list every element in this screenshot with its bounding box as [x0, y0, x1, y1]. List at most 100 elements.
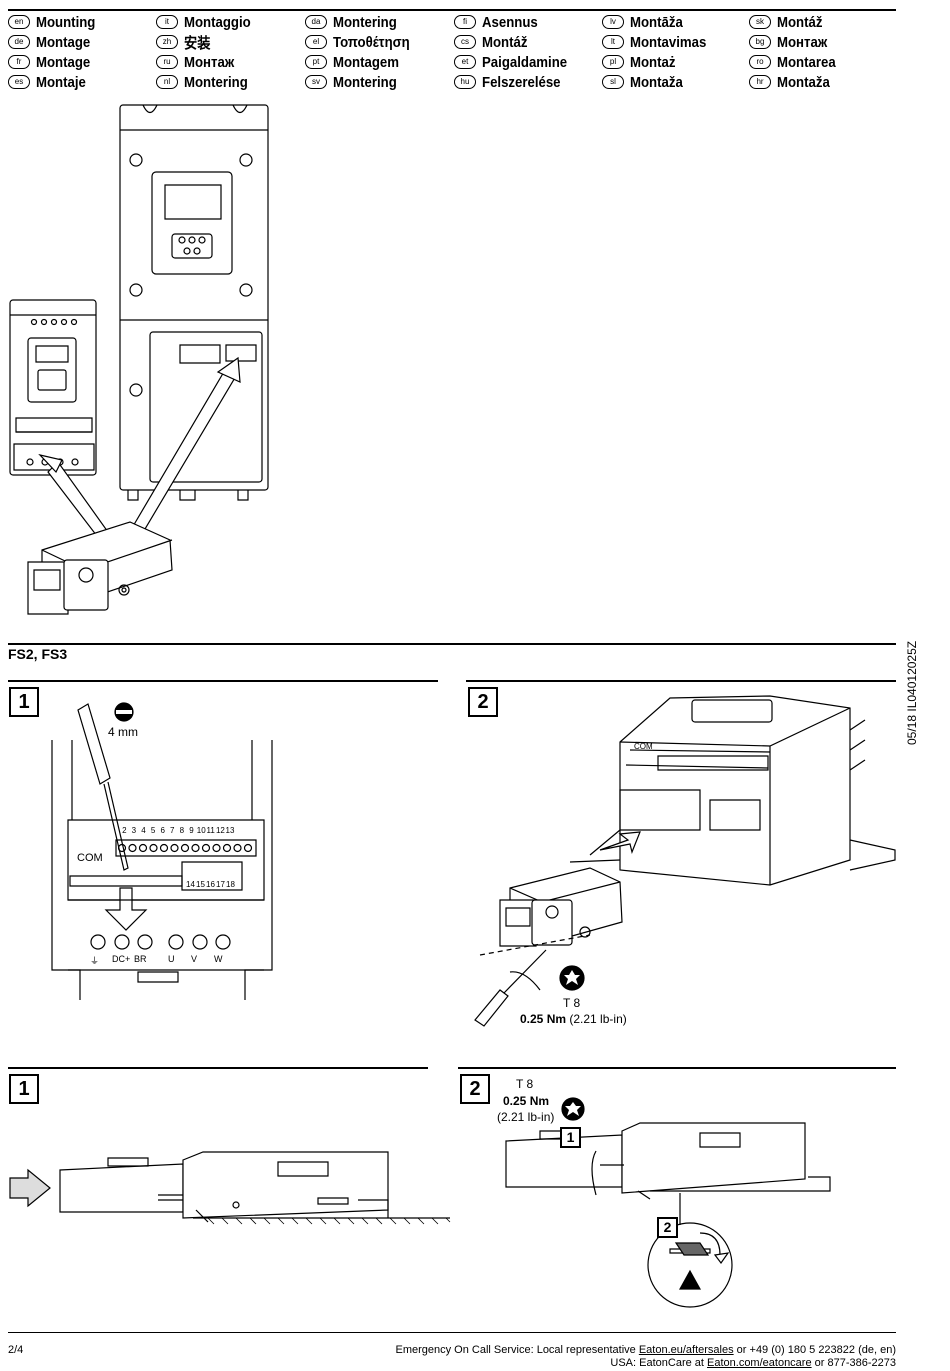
terminal-screw: [140, 845, 147, 852]
terminal-screw: [245, 845, 252, 852]
doc-code: 05/18 IL04012025Z: [905, 641, 921, 745]
terminal-number: 3: [131, 826, 137, 835]
power-terminal-label: U: [168, 954, 175, 964]
step2-rule: [466, 680, 896, 682]
language-heading: Asennus: [482, 13, 538, 31]
footer-contact: Emergency On Call Service: Local represe…: [395, 1344, 896, 1370]
terminal-number: 2: [122, 826, 127, 835]
language-zh: zh 安装: [156, 32, 214, 52]
lower-terminal-number: 16: [206, 880, 215, 889]
footer-rule: [8, 1332, 896, 1333]
language-heading: Montáž: [482, 33, 528, 51]
language-heading: Montáž: [777, 13, 823, 31]
language-heading: Монтаж: [777, 33, 828, 51]
language-heading: Montering: [333, 13, 397, 31]
step2-illustration: [470, 690, 900, 1030]
section-title: FS2, FS3: [8, 646, 68, 662]
language-pt: pt Montagem: [305, 52, 408, 72]
lower-terminal-number: 18: [226, 880, 235, 889]
page-number: 2/4: [8, 1344, 24, 1356]
aftersales-link[interactable]: Eaton.eu/aftersales: [638, 1344, 734, 1356]
step-number-4: 2: [460, 1074, 490, 1104]
language-heading: Montavimas: [630, 33, 707, 51]
substep-2: 2: [657, 1217, 678, 1238]
language-code: ro: [749, 55, 771, 69]
language-code: lt: [602, 35, 624, 49]
terminal-screw: [129, 845, 136, 852]
footer-line-1-prefix: Emergency On Call Service: Local represe…: [395, 1344, 639, 1356]
language-heading: Felszerelése: [482, 73, 561, 91]
step4-rule: [458, 1067, 896, 1069]
language-heading: Montaža: [630, 73, 683, 91]
terminal-screw: [192, 845, 199, 852]
terminal-number: 11: [206, 826, 215, 835]
step4-torque-imperial: (2.21 lb-in): [497, 1110, 555, 1124]
step4-torx: T 8: [516, 1077, 534, 1091]
language-heading: Montaje: [36, 73, 86, 91]
eatoncare-link[interactable]: Eaton.com/eatoncare: [707, 1357, 812, 1369]
language-heading: Paigaldamine: [482, 53, 568, 71]
step2-torx: T 8: [563, 996, 581, 1010]
language-code: hu: [454, 75, 476, 89]
section-rule: [8, 643, 896, 645]
tool-size: 4 mm: [108, 725, 138, 739]
step4-torque: 0.25 Nm: [503, 1094, 550, 1108]
language-heading: Montering: [333, 73, 397, 91]
language-code: hr: [749, 75, 771, 89]
language-code: da: [305, 15, 327, 29]
power-terminal-label: W: [214, 954, 223, 964]
language-code: zh: [156, 35, 178, 49]
terminal-screw: [171, 845, 178, 852]
footer-line-2-suffix: or 877-386-2273: [811, 1357, 896, 1369]
overview-illustration: [0, 100, 300, 630]
language-code: et: [454, 55, 476, 69]
language-heading: Montaż: [630, 53, 676, 71]
doc-code-text: 05/18 IL04012025Z: [905, 640, 919, 745]
language-code: en: [8, 15, 30, 29]
language-heading: Montarea: [777, 53, 836, 71]
footer-line-2: USA: EatonCare at Eaton.com/eatoncare or…: [395, 1357, 896, 1370]
terminal-number: 12: [215, 826, 225, 835]
terminal-screw: [161, 845, 168, 852]
step2-torque: 0.25 Nm (2.21 lb-in): [520, 1012, 627, 1026]
step-number-2: 2: [468, 687, 498, 717]
power-terminal-label: DC+: [112, 954, 131, 964]
language-code: pl: [602, 55, 624, 69]
language-pl: pl Montaż: [602, 52, 682, 72]
terminal-number: 8: [179, 826, 185, 835]
top-rule: [8, 9, 896, 11]
step-number-1: 1: [9, 687, 39, 717]
step2-torque-imperial: (2.21 lb-in): [569, 1012, 627, 1026]
terminal-screw: [224, 845, 231, 852]
language-heading: Montagem: [333, 53, 399, 71]
terminal-screw: [234, 845, 241, 852]
terminal-number: 10: [196, 826, 206, 835]
terminal-number: 9: [189, 826, 194, 835]
com-label: COM: [77, 852, 103, 864]
language-code: fi: [454, 15, 476, 29]
language-code: pt: [305, 55, 327, 69]
step3-illustration: [8, 1140, 458, 1230]
terminal-screw: [150, 845, 157, 852]
terminal-number: 5: [150, 826, 156, 835]
language-lt: lt Montavimas: [602, 32, 717, 52]
language-ro: ro Montarea: [749, 52, 844, 72]
footer-line-1-suffix: or +49 (0) 180 5 223822 (de, en): [733, 1344, 896, 1356]
language-hu: hu Felszerelése: [454, 72, 571, 92]
language-heading: Montaggio: [184, 13, 251, 31]
terminal-screw: [203, 845, 210, 852]
language-heading: Mounting: [36, 13, 96, 31]
lower-terminal-number: 14: [186, 880, 195, 889]
substep-1: 1: [560, 1127, 581, 1148]
language-heading: 安装: [184, 34, 211, 52]
lower-terminal-number: 15: [196, 880, 205, 889]
